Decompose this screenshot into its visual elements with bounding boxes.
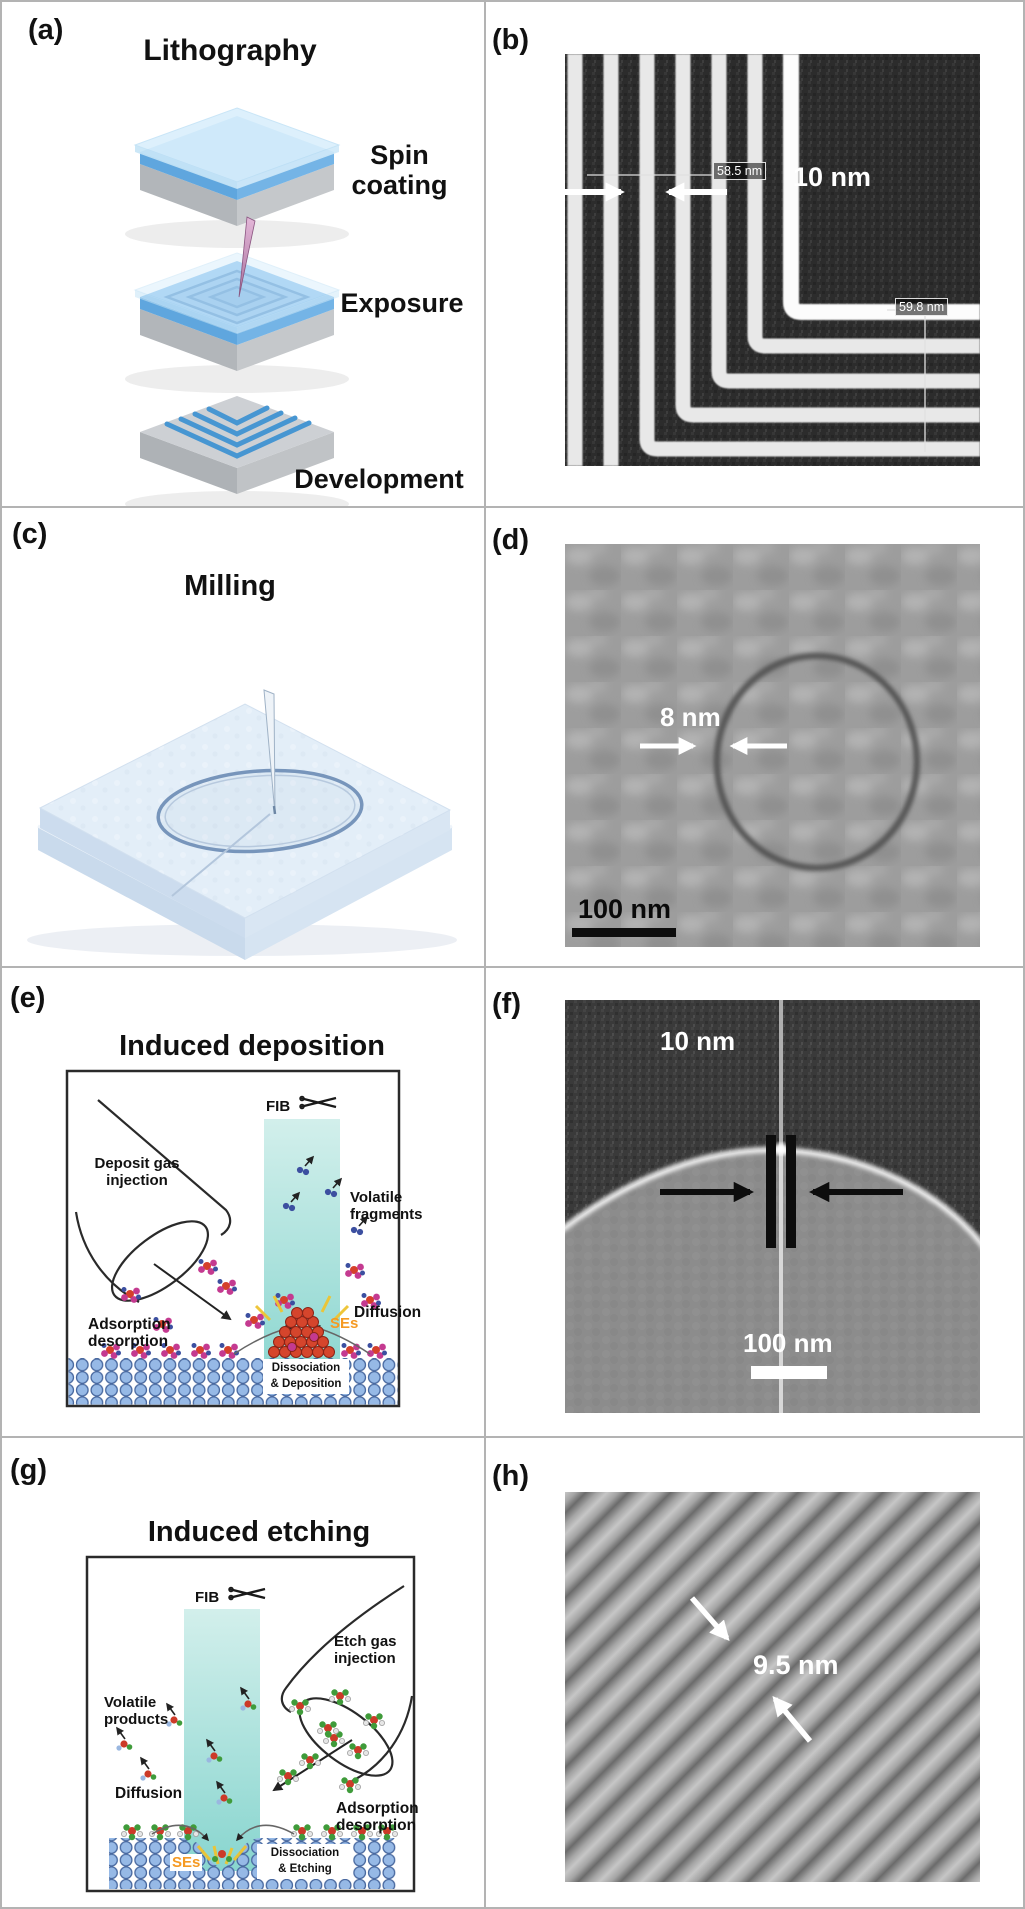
label-diffusion-e: Diffusion bbox=[354, 1304, 422, 1321]
panel-f: (f) bbox=[486, 968, 1023, 1436]
label-diffusion-g: Diffusion bbox=[115, 1785, 183, 1802]
label-fib-e: FIB bbox=[266, 1098, 291, 1115]
fib-scissors-icon bbox=[228, 1586, 266, 1601]
measure-bar-right bbox=[786, 1135, 796, 1248]
exposure-block bbox=[125, 216, 349, 393]
label-ses-g: SEs bbox=[170, 1854, 203, 1871]
scale-bar-label-f: 100 nm bbox=[743, 1328, 833, 1358]
sem-image-f: 10 nm 100 nm bbox=[565, 1000, 980, 1413]
deposition-schematic bbox=[65, 1069, 401, 1408]
dissociation-line2: & Etching bbox=[278, 1862, 332, 1875]
measure-arrow-up bbox=[772, 1695, 813, 1743]
panel-e: (e) Induced deposition FIB Deposit gas i… bbox=[2, 968, 484, 1436]
measure-10nm: 10 nm bbox=[793, 162, 872, 192]
column-divider bbox=[484, 2, 486, 1907]
grating-annotations bbox=[689, 1596, 813, 1743]
fib-tip bbox=[263, 689, 276, 815]
label-volatile-fragments: Volatile fragments bbox=[350, 1189, 423, 1223]
panel-h: (h) 9.5 nm bbox=[486, 1438, 1023, 1907]
exposure-beam-tip bbox=[238, 216, 256, 298]
label-adsorption-e: Adsorption desorption bbox=[88, 1316, 171, 1351]
measure-arrow-down bbox=[689, 1596, 730, 1641]
measure-9-5nm: 9.5 nm bbox=[753, 1650, 839, 1680]
scale-bar-label: 100 nm bbox=[578, 894, 672, 924]
label-etch-gas: Etch gas injection bbox=[334, 1633, 397, 1667]
panel-g: (g) Induced etching FIB Etch gas injecti… bbox=[2, 1438, 484, 1907]
panel-c: (c) Milling bbox=[2, 508, 484, 966]
dissociation-line2: & Deposition bbox=[270, 1377, 342, 1390]
panel-e-title: Induced deposition bbox=[119, 1030, 385, 1062]
nanowire-top bbox=[779, 1000, 783, 1150]
dissociation-etching-box: Dissociation & Etching bbox=[257, 1844, 353, 1880]
panel-b-tag: (b) bbox=[492, 24, 530, 56]
developed-l-lines bbox=[164, 405, 312, 459]
deposit-mound bbox=[268, 1307, 335, 1358]
measure-10nm-f: 10 nm bbox=[660, 1026, 736, 1056]
label-deposit-gas: Deposit gas injection bbox=[94, 1155, 180, 1189]
sem-image-b: 58.5 nm 10 nm 59.8 nm bbox=[565, 54, 980, 466]
row-divider-2 bbox=[2, 966, 1023, 968]
label-spin-coating: Spin coating bbox=[351, 140, 448, 201]
label-exposure: Exposure bbox=[340, 288, 464, 318]
lithography-diagram bbox=[125, 107, 349, 506]
nanowire bbox=[779, 1150, 783, 1413]
sem-image-h: 9.5 nm bbox=[565, 1492, 980, 1882]
resist-line-pattern bbox=[567, 54, 980, 466]
milled-ring bbox=[714, 653, 920, 871]
etching-schematic bbox=[85, 1555, 416, 1893]
fib-scissors-icon bbox=[299, 1095, 337, 1110]
panel-b: (b) bbox=[486, 2, 1023, 506]
measure-8nm: 8 nm bbox=[660, 702, 721, 732]
label-volatile-products: Volatile products bbox=[104, 1694, 169, 1728]
panel-d-tag: (d) bbox=[492, 524, 530, 556]
label-development: Development bbox=[294, 464, 464, 494]
dissociation-line1: Dissociation bbox=[270, 1847, 340, 1859]
sem-image-d: 8 nm 100 nm bbox=[565, 544, 980, 947]
panel-c-title: Milling bbox=[184, 570, 276, 602]
panel-c-tag: (c) bbox=[12, 518, 48, 550]
measure-58nm: 58.5 nm bbox=[713, 162, 767, 181]
milling-diagram bbox=[27, 689, 457, 960]
dissociation-line1: Dissociation bbox=[271, 1362, 341, 1374]
spin-coating-block bbox=[125, 107, 349, 248]
scale-bar bbox=[572, 928, 676, 937]
panel-h-tag: (h) bbox=[492, 1460, 530, 1492]
panel-a-tag: (a) bbox=[28, 14, 64, 46]
measure-59nm: 59.8 nm bbox=[895, 298, 949, 317]
panel-g-tag: (g) bbox=[10, 1454, 48, 1486]
row-divider-1 bbox=[2, 506, 1023, 508]
panel-a-title: Lithography bbox=[143, 34, 317, 67]
label-fib-g: FIB bbox=[195, 1589, 220, 1606]
dissociation-deposition-box: Dissociation & Deposition bbox=[263, 1359, 349, 1395]
row-divider-3 bbox=[2, 1436, 1023, 1438]
sem-nanowire-graphic bbox=[565, 1000, 980, 1413]
secondary-electron-spikes bbox=[254, 1295, 350, 1322]
panel-f-tag: (f) bbox=[492, 988, 521, 1020]
label-adsorption-g: Adsorption desorption bbox=[336, 1800, 419, 1835]
panel-d: (d) bbox=[486, 508, 1023, 966]
development-block bbox=[125, 396, 349, 506]
measure-bar-left bbox=[766, 1135, 776, 1248]
panel-g-title: Induced etching bbox=[147, 1516, 371, 1548]
scale-bar bbox=[751, 1366, 827, 1379]
sem-circle-graphic bbox=[565, 544, 980, 947]
label-ses-e: SEs bbox=[330, 1315, 359, 1332]
milled-circle-groove bbox=[156, 768, 364, 854]
sem-l-lines-graphic bbox=[565, 54, 980, 466]
panel-a: (a) Lithography Spin coating Exposure De… bbox=[2, 2, 484, 506]
panel-e-tag: (e) bbox=[10, 982, 46, 1014]
